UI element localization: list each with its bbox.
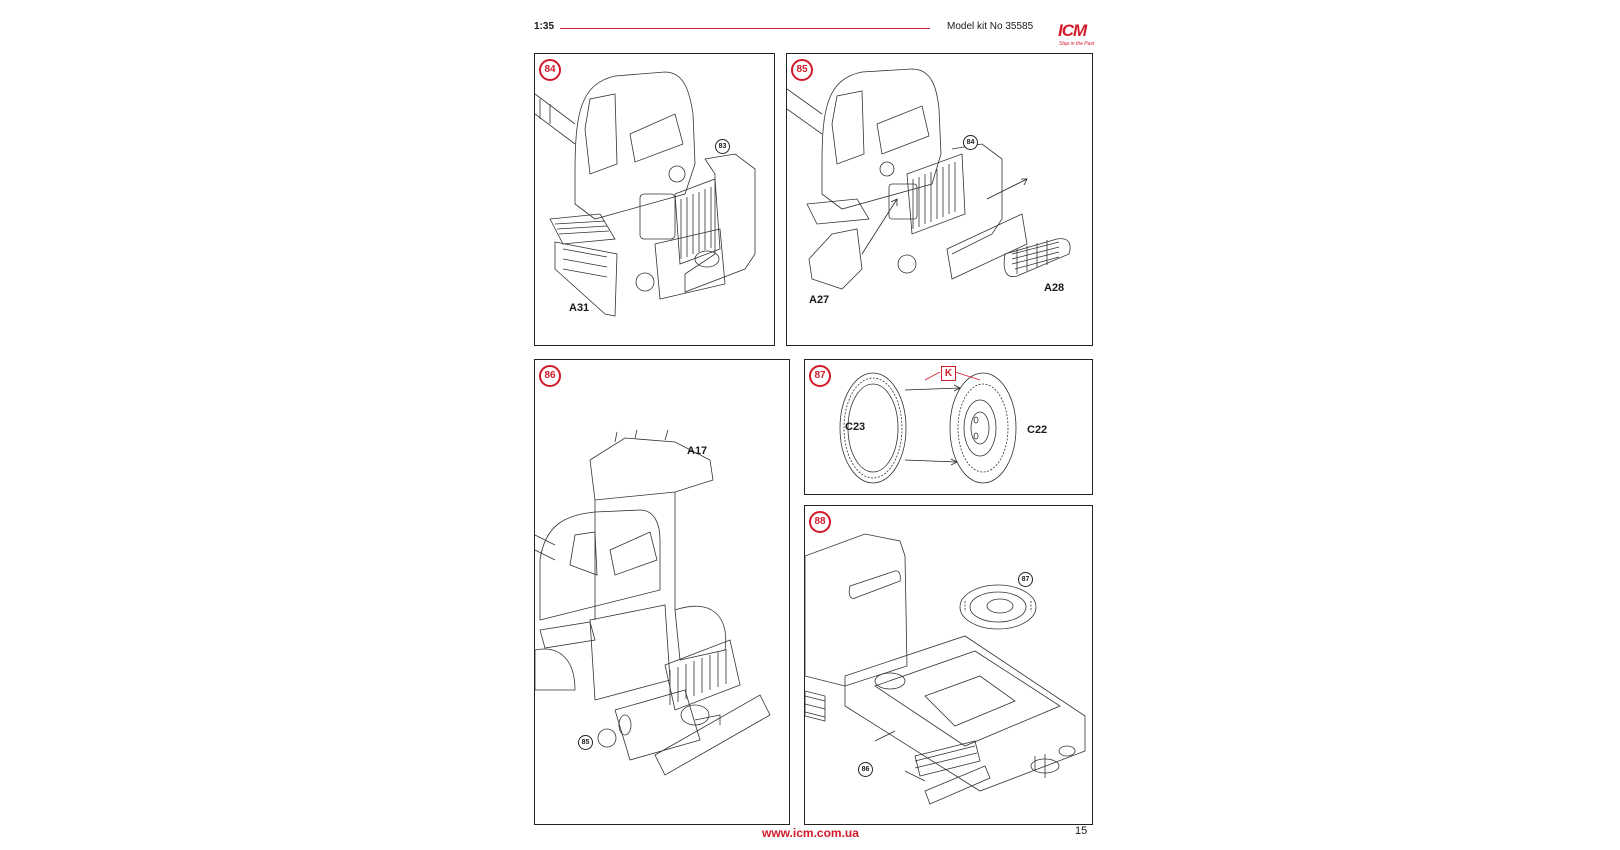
part-label: A17 (687, 445, 708, 457)
part-label: A28 (1044, 282, 1065, 294)
step-84-panel: 84 A31 83 (534, 53, 775, 346)
step-reference: 85 (578, 735, 593, 750)
logo-tagline: Step in the Past (1059, 41, 1095, 47)
footer-url[interactable]: www.icm.com.ua (762, 826, 859, 840)
step-number: 87 (809, 365, 831, 387)
step-88-panel: 88 87 86 (804, 505, 1093, 825)
scale-label: 1:35 (534, 21, 555, 32)
step-reference: 87 (1018, 572, 1033, 587)
step-reference: 84 (963, 135, 978, 150)
material-tag: K (941, 366, 956, 381)
step-88-drawing (805, 533, 1086, 805)
part-label: C22 (1027, 424, 1048, 436)
part-label: A27 (809, 294, 830, 306)
step-86-panel: 86 A17 85 (534, 359, 790, 825)
step-85-panel: 85 A27 A28 84 (786, 53, 1093, 346)
step-number: 85 (791, 59, 813, 81)
page-number: 15 (1075, 825, 1088, 837)
step-87-panel: 87 K C23 C22 (804, 359, 1093, 495)
step-number: 86 (539, 365, 561, 387)
icm-logo: ICM Step in the Past (1055, 20, 1107, 50)
step-84-drawing (535, 71, 756, 317)
step-number: 88 (809, 511, 831, 533)
step-87-drawing (839, 371, 1017, 484)
step-86-drawing (535, 429, 771, 776)
part-label: A31 (569, 302, 590, 314)
logo-text: ICM (1058, 21, 1087, 40)
header-rule (560, 28, 930, 29)
step-85-drawing (787, 68, 1071, 290)
step-number: 84 (539, 59, 561, 81)
step-reference: 86 (858, 762, 873, 777)
part-label: C23 (845, 421, 866, 433)
kit-number: Model kit No 35585 (947, 21, 1034, 32)
step-reference: 83 (715, 139, 730, 154)
